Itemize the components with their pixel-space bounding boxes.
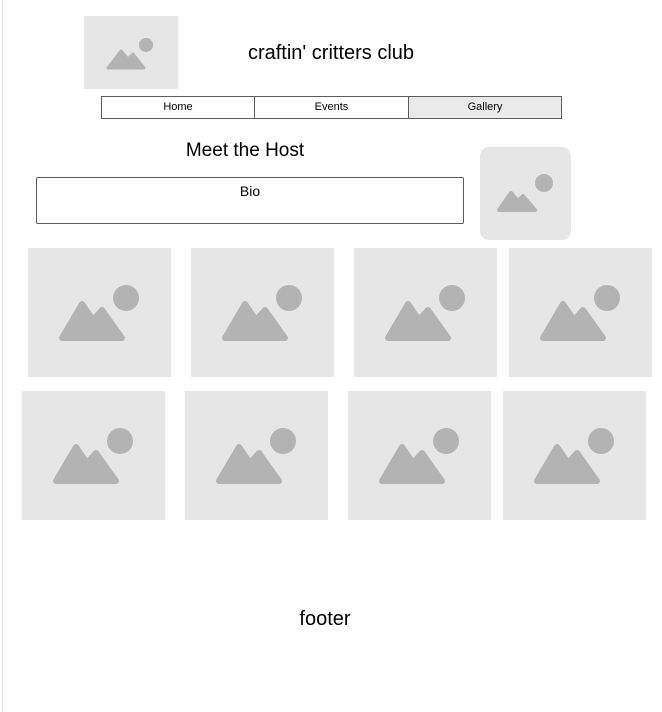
host-heading: Meet the Host: [185, 140, 305, 161]
gallery-image-placeholder[interactable]: [354, 248, 497, 377]
image-placeholder-icon: [59, 285, 139, 341]
gallery-image-placeholder[interactable]: [22, 391, 165, 520]
image-placeholder-icon: [379, 428, 459, 484]
site-title: craftin' critters club: [247, 42, 415, 64]
image-placeholder-icon: [385, 285, 465, 341]
image-placeholder-icon: [216, 428, 296, 484]
image-placeholder-icon: [222, 285, 302, 341]
page-edge-line: [2, 0, 3, 712]
gallery-image-placeholder[interactable]: [503, 391, 646, 520]
gallery-image-placeholder[interactable]: [509, 248, 652, 377]
image-placeholder-icon: [497, 174, 553, 212]
host-photo-placeholder: [480, 147, 571, 240]
logo-image-placeholder: [84, 16, 178, 89]
nav-gallery-button[interactable]: Gallery: [408, 96, 562, 119]
host-bio-label: Bio: [239, 183, 261, 199]
gallery-image-placeholder[interactable]: [191, 248, 334, 377]
gallery-image-placeholder[interactable]: [28, 248, 171, 377]
gallery-image-placeholder[interactable]: [348, 391, 491, 520]
image-placeholder-icon: [106, 38, 153, 70]
nav-events-button[interactable]: Events: [254, 96, 409, 119]
image-placeholder-icon: [53, 428, 133, 484]
footer: footer: [299, 608, 351, 630]
host-bio-box: Bio: [36, 177, 464, 224]
image-placeholder-icon: [540, 285, 620, 341]
gallery-image-placeholder[interactable]: [185, 391, 328, 520]
nav-home-button[interactable]: Home: [101, 96, 255, 119]
image-placeholder-icon: [534, 428, 614, 484]
main-nav: Home Events Gallery: [101, 96, 562, 119]
